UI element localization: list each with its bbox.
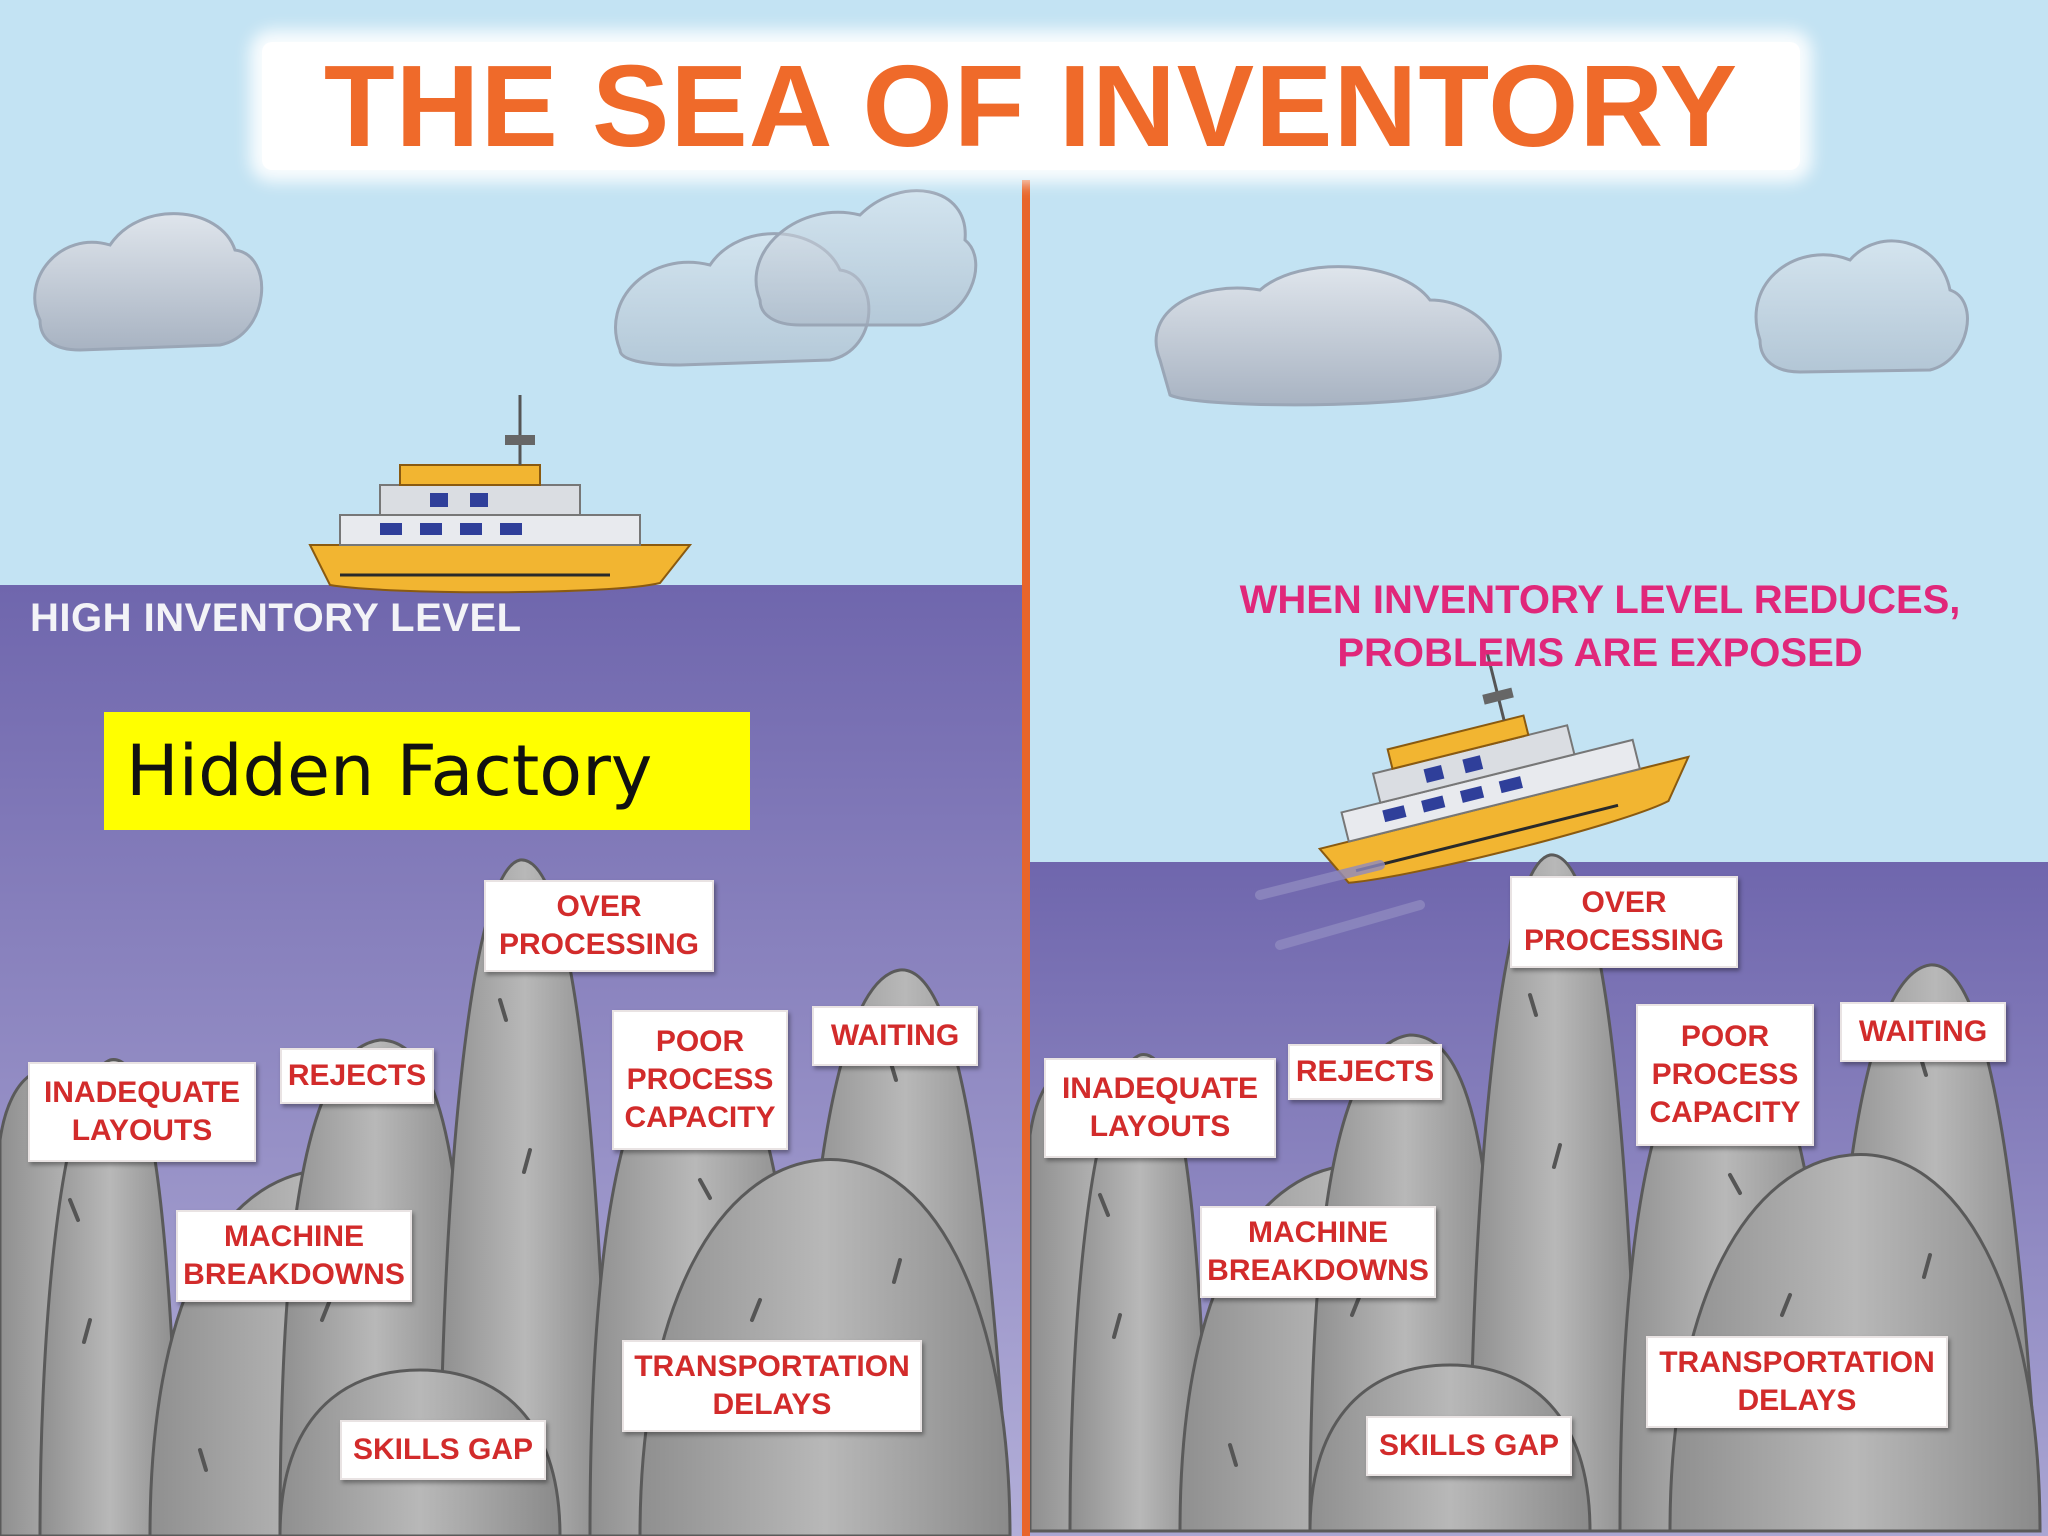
label-rejects-left: REJECTS [280, 1048, 434, 1104]
label-skills-gap-right: SKILLS GAP [1366, 1416, 1572, 1476]
page-title: THE SEA OF INVENTORY [262, 42, 1800, 170]
hidden-factory-highlight: Hidden Factory [104, 712, 750, 830]
label-over-processing-left: OVER PROCESSING [484, 880, 714, 972]
exposed-problems-caption: WHEN INVENTORY LEVEL REDUCES, PROBLEMS A… [1239, 578, 1961, 675]
label-rejects-right: REJECTS [1288, 1044, 1442, 1100]
label-poor-process-capacity-right: POOR PROCESS CAPACITY [1636, 1004, 1814, 1146]
label-transportation-delays-left: TRANSPORTATION DELAYS [622, 1340, 922, 1432]
label-poor-process-capacity-left: POOR PROCESS CAPACITY [612, 1010, 788, 1150]
high-inventory-caption: HIGH INVENTORY LEVEL [30, 596, 522, 640]
label-machine-breakdowns-left: MACHINE BREAKDOWNS [176, 1210, 412, 1302]
label-skills-gap-left: SKILLS GAP [340, 1420, 546, 1480]
label-inadequate-layouts-left: INADEQUATE LAYOUTS [28, 1062, 256, 1162]
label-machine-breakdowns-right: MACHINE BREAKDOWNS [1200, 1206, 1436, 1298]
label-waiting-right: WAITING [1840, 1002, 2006, 1062]
label-transportation-delays-right: TRANSPORTATION DELAYS [1646, 1336, 1948, 1428]
label-over-processing-right: OVER PROCESSING [1510, 876, 1738, 968]
hidden-factory-label: Hidden Factory [126, 730, 653, 812]
label-waiting-left: WAITING [812, 1006, 978, 1066]
label-inadequate-layouts-right: INADEQUATE LAYOUTS [1044, 1058, 1276, 1158]
